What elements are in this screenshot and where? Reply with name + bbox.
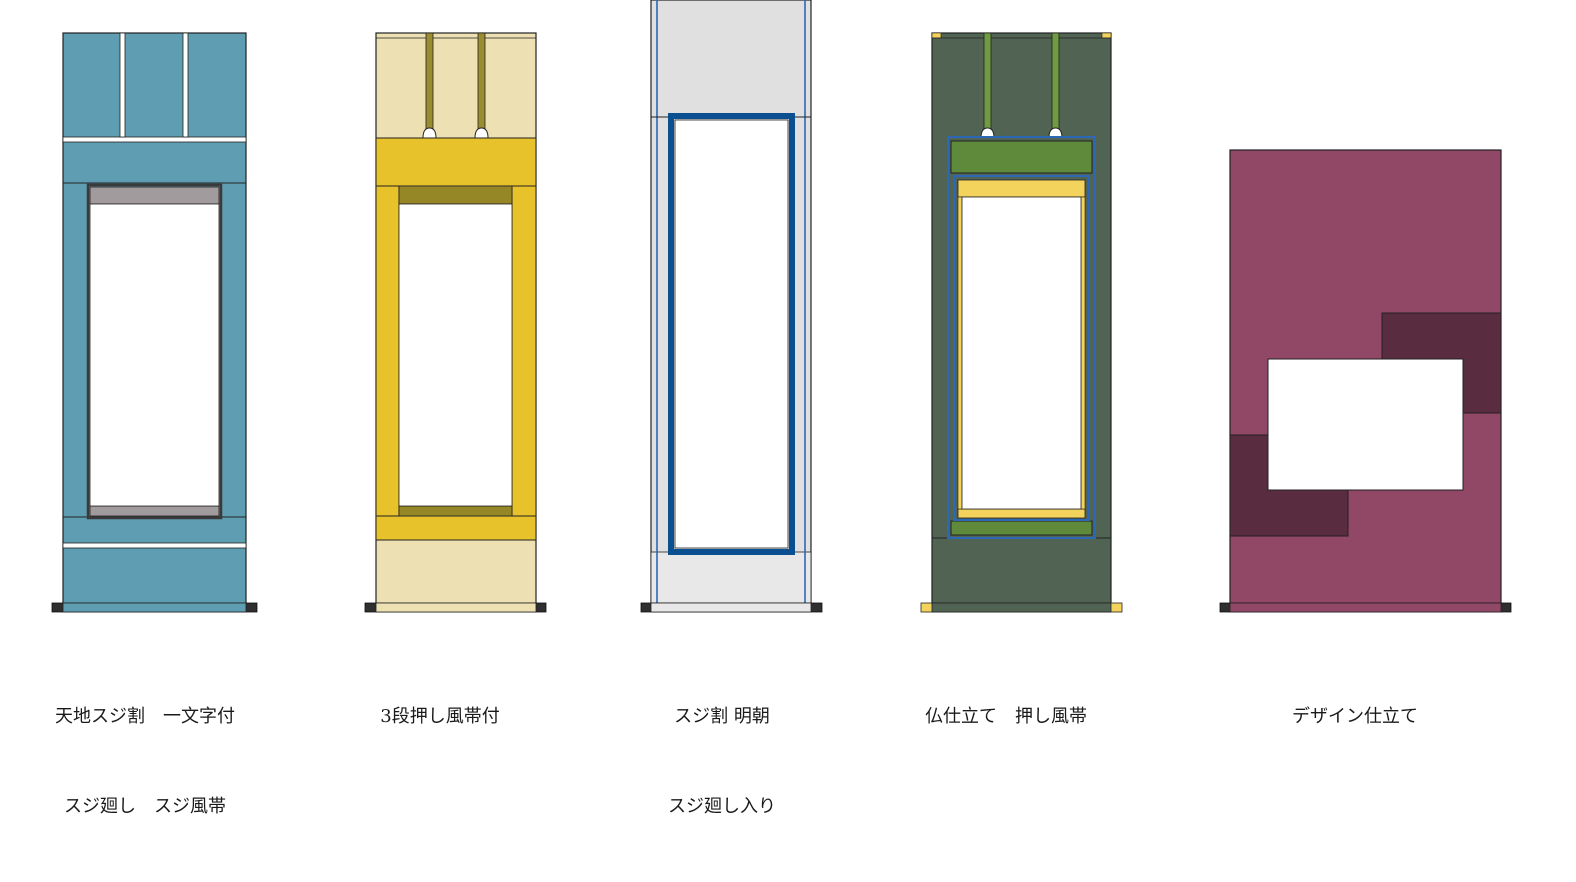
caption-line-1: 3段押し風帯付 — [380, 706, 500, 727]
caption-line-2: スジ廻し スジ風帯 — [64, 796, 226, 817]
ichimonji-top — [398, 185, 513, 205]
jiku-rod-center — [62, 602, 247, 613]
fuutai-strap-right — [477, 32, 486, 134]
caption-tenchi-suji: 天地スジ割 一文字付 スジ廻し スジ風帯 — [20, 642, 270, 882]
yellow-frame-left — [375, 185, 400, 517]
suji-mawashi-frame — [86, 183, 223, 520]
caption-sandan-oshi: 3段押し風帯付 — [340, 642, 540, 792]
jiku-rod-center — [1229, 602, 1502, 613]
ichimonji-top — [957, 179, 1086, 198]
caption-line-1: スジ割 明朝 — [674, 706, 770, 727]
chi-suji-line — [62, 542, 247, 549]
ichimonji-top — [89, 186, 220, 205]
green-band-top — [950, 140, 1093, 174]
caption-suji-mincho: スジ割 明朝 スジ廻し入り — [622, 642, 822, 882]
ichimonji-bottom — [398, 505, 513, 517]
fuutai-strip-left — [119, 32, 126, 138]
jiku-rod-center — [650, 602, 812, 613]
fuutai-strap-right — [1051, 32, 1060, 134]
yellow-frame-right — [511, 185, 537, 517]
diagram-stage: 天地スジ割 一文字付 スジ廻し スジ風帯 3段押し風帯付 スジ割 明朝 スジ廻し… — [51, 0, 1512, 817]
caption-line-1: デザイン仕立て — [1292, 706, 1418, 727]
yellow-frame-top — [375, 137, 537, 187]
honshi-area — [89, 203, 220, 507]
fuutai-knot-right — [1048, 127, 1063, 139]
fuutai-strap-left — [983, 32, 992, 134]
green-band-bottom — [950, 520, 1093, 536]
honshi-area — [398, 203, 513, 507]
ten-suji-line — [62, 136, 247, 143]
ichimonji-bottom — [957, 508, 1086, 519]
scroll-tenchi-suji — [51, 32, 258, 613]
ichimonji-bottom — [89, 505, 220, 517]
scroll-suji-mincho — [640, 0, 823, 613]
suji-mawashi-frame — [668, 113, 795, 555]
tenjiku-cap-left — [931, 32, 942, 39]
caption-line-1: 仏仕立て 押し風帯 — [925, 706, 1087, 727]
tenjiku-cap-right — [1101, 32, 1112, 39]
caption-design-shitate: デザイン仕立て — [1255, 642, 1455, 792]
jiku-rod-center — [931, 602, 1112, 613]
scroll-butsu-shitate — [920, 32, 1123, 613]
fuutai-strip-right — [182, 32, 189, 138]
scroll-sandan-oshi — [364, 32, 547, 613]
jiku-rod-center — [375, 602, 537, 613]
fuutai-knot-left — [980, 127, 995, 139]
fuutai-knot-right — [474, 127, 489, 139]
fuutai-knot-left — [422, 127, 437, 139]
caption-butsu-shitate: 仏仕立て 押し風帯 — [896, 642, 1116, 792]
honshi-area — [961, 196, 1082, 510]
scroll-design-shitate — [1219, 149, 1512, 613]
butsu-inner-blue-frame — [953, 175, 1090, 521]
caption-line-1: 天地スジ割 一文字付 — [55, 706, 235, 727]
scroll-mounting-diagram — [51, 0, 1512, 613]
fuutai-strap-left — [425, 32, 434, 134]
yellow-frame-bottom — [375, 515, 537, 541]
caption-line-2: スジ廻し入り — [668, 796, 776, 817]
honshi-area — [1267, 358, 1464, 491]
butsu-outer-blue-frame — [947, 136, 1096, 539]
honshi-area — [674, 119, 789, 549]
scroll-mount-lower — [650, 551, 812, 605]
yellow-side-right — [1080, 196, 1086, 510]
yellow-side-left — [957, 196, 963, 510]
